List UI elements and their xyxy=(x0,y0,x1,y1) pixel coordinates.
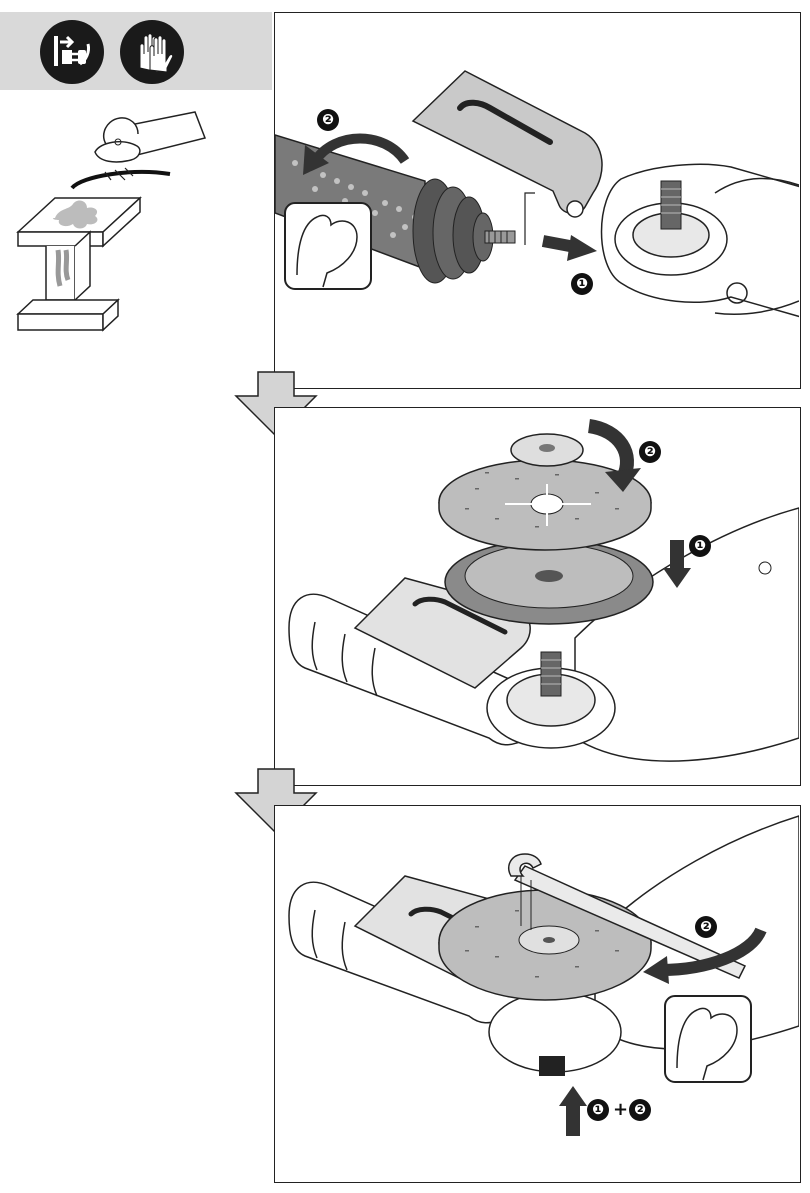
callout-step-2: ❷ xyxy=(629,1099,651,1121)
step-3-panel: ❷ ❶ + ❷ xyxy=(274,805,801,1183)
step-1-panel: ❷ ❶ xyxy=(274,12,801,389)
mount-disc-illustration xyxy=(288,419,799,762)
callout-step-2: ❷ xyxy=(317,109,339,131)
callout-step-1: ❶ xyxy=(689,535,711,557)
step-2-panel: ❷ ❶ xyxy=(274,407,801,786)
callout-step-2: ❷ xyxy=(695,916,717,938)
callout-step-1: ❶ xyxy=(587,1099,609,1121)
callout-step-1: ❶ xyxy=(571,273,593,295)
callout-step-2: ❷ xyxy=(639,441,661,463)
grinder-on-metal-illustration xyxy=(10,100,230,340)
tighten-flange-illustration xyxy=(288,815,799,1136)
plus-sign: + xyxy=(613,1099,629,1120)
unplug-icon xyxy=(40,20,104,84)
gloves-icon xyxy=(120,20,184,84)
remove-handle-illustration xyxy=(275,70,799,318)
